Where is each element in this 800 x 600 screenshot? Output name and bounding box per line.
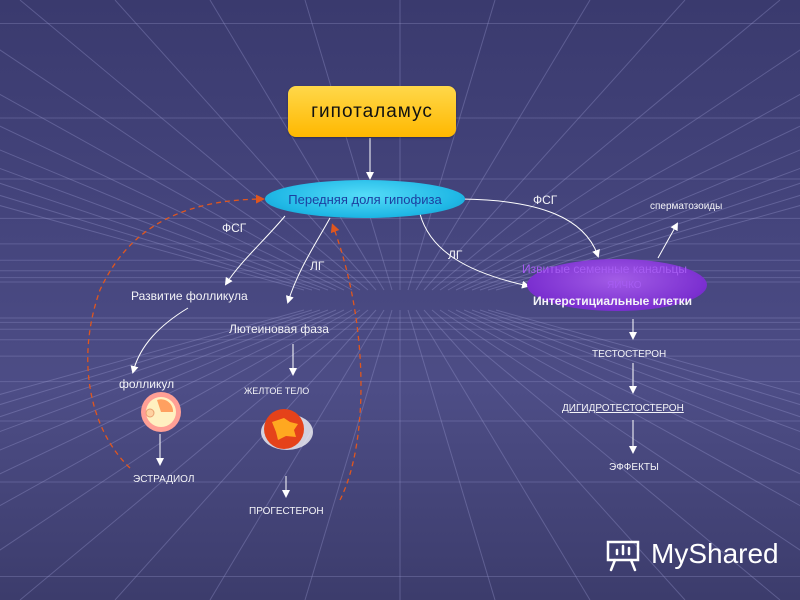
corpus-luteum-illustration [261,409,313,450]
estradiol-label: ЭСТРАДИОЛ [133,474,195,485]
testis-label: ЯИЧКО [607,280,642,291]
follicle-illustration [141,392,181,432]
fsh-label-right: ФСГ [533,193,558,207]
testis-ellipse [527,259,707,311]
interstitial-cells-label: Интерстициальные клетки [533,294,693,308]
myshared-logo: MyShared [605,536,779,572]
fsh-label-left: ФСГ [222,221,247,235]
spermatozoa-label: сперматозоиды [650,201,723,212]
follicle-label: фолликул [119,377,175,391]
arrow-lh-to-luteal-phase [285,217,331,304]
seminiferous-tubules-label: Извитые семенные канальцы [522,262,688,276]
feedback-progesterone-to-pituitary [330,223,362,501]
hypothalamus-label: гипоталамус [311,100,433,122]
progesterone-label: ПРОГЕСТЕРОН [249,506,324,517]
arrow-fsh-to-tubules [461,198,600,258]
arrow-fsh-to-follicle-development [224,215,286,286]
logo-text: MyShared [651,538,779,569]
testosterone-label: ТЕСТОСТЕРОН [592,349,667,360]
dihydrotestosterone-label: ДИГИДРОТЕСТОСТЕРОН [562,403,684,414]
lh-label-middle: ЛГ [310,259,325,273]
arrow-testis-to-sperm [657,222,678,259]
arrow-follicle-development-to-follicle [130,307,189,374]
hypothalamus-box: гипоталамус [288,86,456,137]
presentation-board-icon [606,540,640,572]
effects-label: ЭФФЕКТЫ [609,462,659,473]
feedback-estradiol-to-pituitary [87,194,265,469]
pituitary-label: Передняя доля гипофиза [288,191,442,207]
lh-label-right: ЛГ [448,248,463,262]
luteal-phase-label: Лютеиновая фаза [229,322,329,336]
arrow-lh-to-testis [419,213,530,289]
follicle-development-label: Развитие фолликула [131,289,248,303]
pituitary-ellipse: Передняя доля гипофиза [265,180,465,218]
corpus-luteum-label: ЖЕЛТОЕ ТЕЛО [244,386,310,396]
